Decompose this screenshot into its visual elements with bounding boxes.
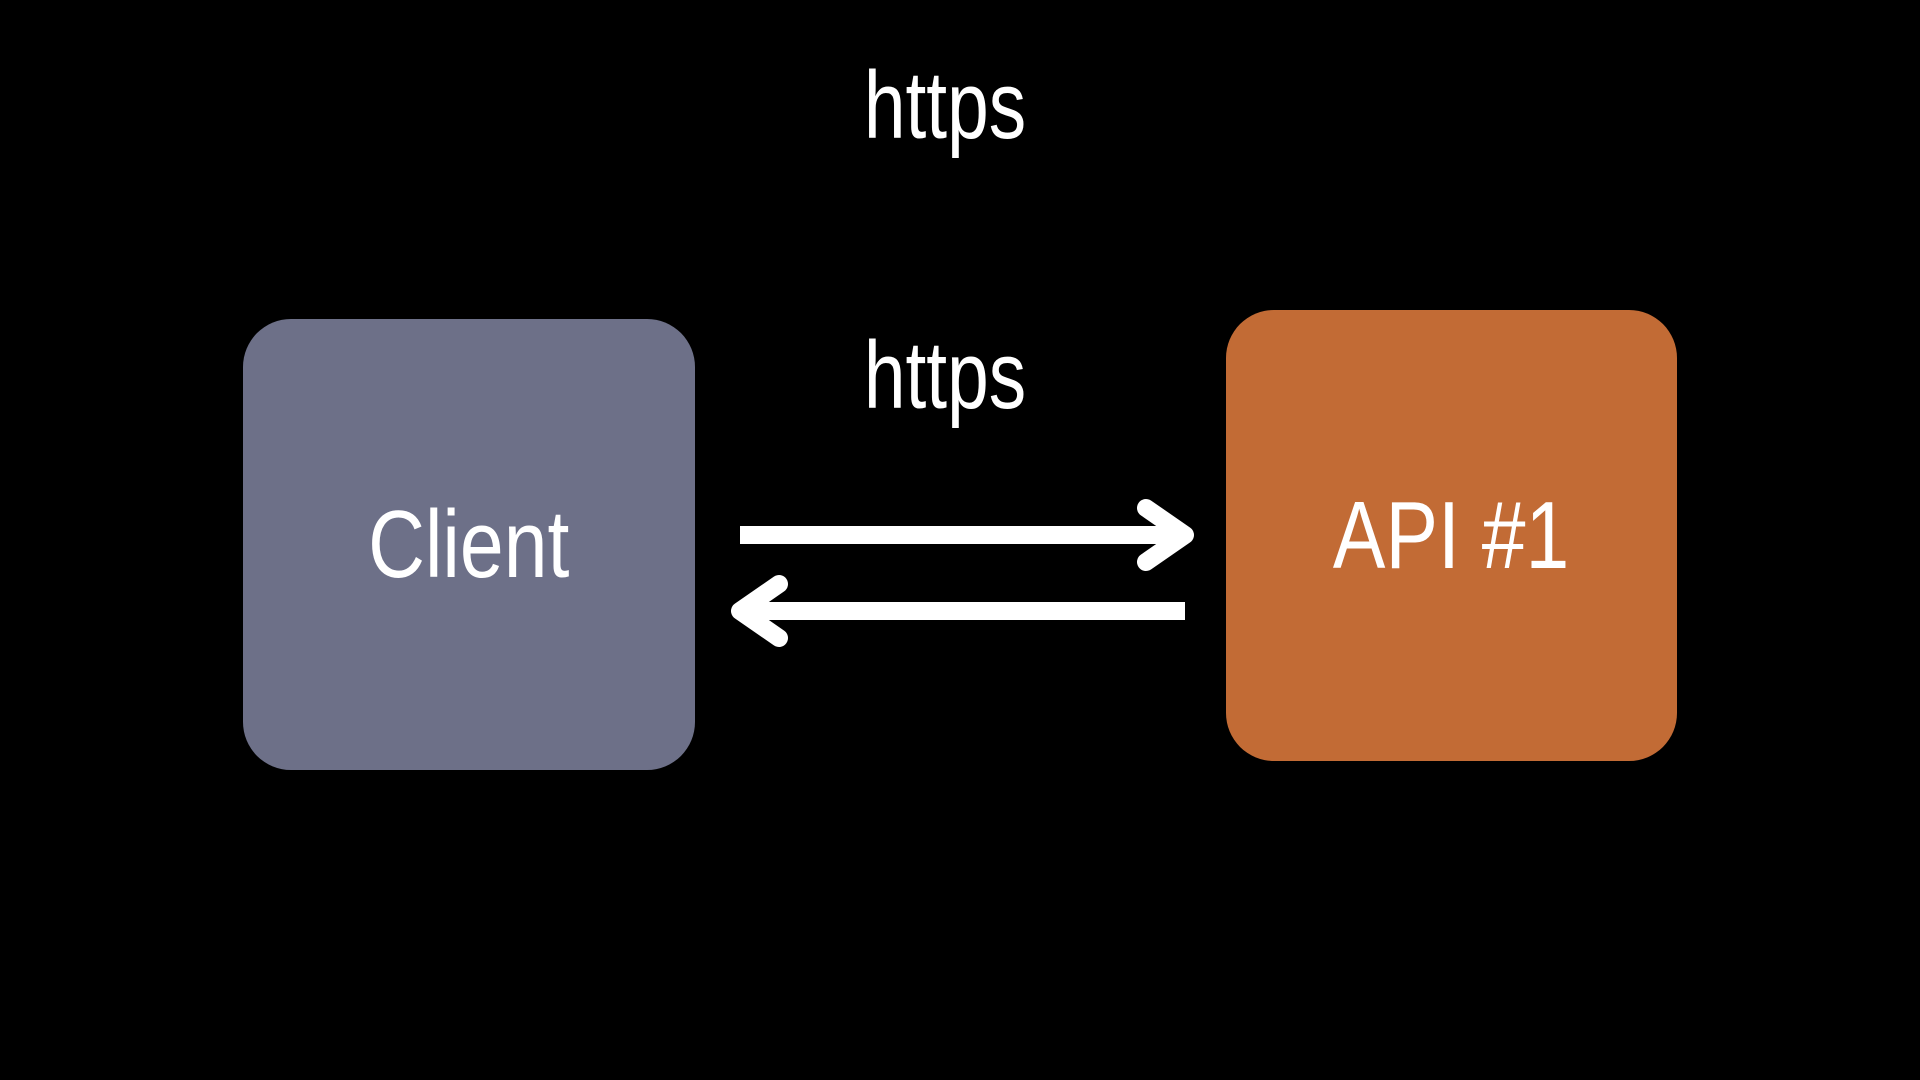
top-protocol-label: https xyxy=(863,52,1027,159)
request-arrow xyxy=(740,499,1194,571)
api-node-label: API #1 xyxy=(1333,481,1570,589)
edge-protocol-label: https xyxy=(863,322,1027,429)
client-node: Client xyxy=(243,319,695,770)
api-node: API #1 xyxy=(1226,310,1677,761)
response-arrow-head-icon xyxy=(731,575,788,647)
client-node-label: Client xyxy=(368,490,570,598)
response-arrow xyxy=(731,575,1185,647)
request-arrow-head-icon xyxy=(1137,499,1194,571)
